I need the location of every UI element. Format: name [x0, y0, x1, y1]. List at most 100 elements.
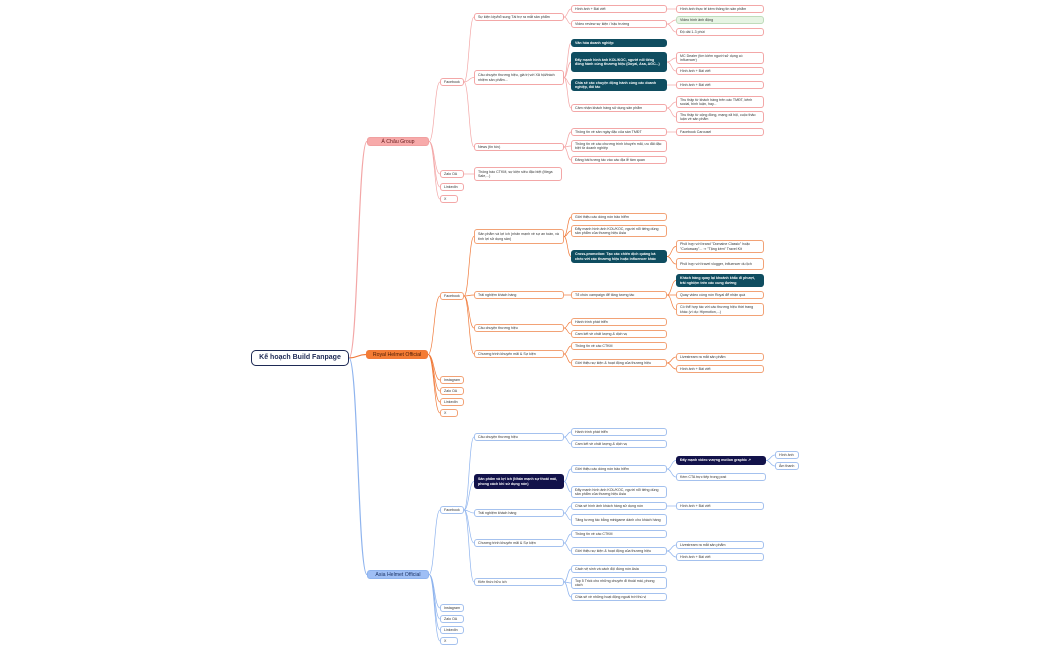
mindmap-node-cau-chuyen-thuong-hieu-gia-tri-voi-xa-ho[interactable]: Câu chuyện thương hiệu, giá trị với Xã h… [474, 70, 564, 85]
mindmap-node-facebook[interactable]: Facebook [440, 292, 464, 300]
mindmap-node-chia-se-ve-nhung-hoat-dong-ngoai-troi-th[interactable]: Chia sẻ về những hoạt động ngoài trời th… [571, 593, 667, 601]
mindmap-node-do-dai-1-3-phut[interactable]: Độ dài 1-3 phút [676, 28, 764, 36]
mindmap-node-cross-promotion-tao-cac-chien-dich-quang[interactable]: Cross-promotion: Tạo các chiến dịch quản… [571, 250, 667, 263]
mindmap-node-day-manh-video-vuong-motion-graphic[interactable]: Đẩy mạnh video vượng motion graphic ↗ [676, 456, 766, 465]
mindmap-node-asia-helmet-official[interactable]: Asia Helmet Official [367, 570, 429, 579]
mindmap-node-khach-hang-quay-lai-khoanh-khac-di-phuot[interactable]: Khách hàng quay lại khoảnh khắc đi phượt… [676, 274, 764, 287]
mindmap-node-hinh-anh-bai-viet[interactable]: Hình ảnh + Bài viết [571, 5, 667, 13]
node-label: Giới thiệu các dòng nón bảo hiểm [575, 214, 629, 219]
mindmap-node-thong-tin-ve-san-ngay-dac-cua-san-tmdt[interactable]: Thông tin về sản ngày đặc của sàn TMĐT [571, 128, 667, 136]
mindmap-node-zalo-oa[interactable]: Zalo OA [440, 170, 464, 178]
connector-a-x [428, 141, 441, 200]
node-label: Hành trình phát triển [575, 429, 608, 434]
mindmap-node-kien-thuc-huu-ich[interactable]: Kiến thức hữu ích [474, 578, 564, 586]
mindmap-node-chuong-trinh-khuyen-mai-su-kien[interactable]: Chương trình khuyến mãi & Sự kiện [474, 539, 564, 547]
mindmap-node-video-hinh-anh-dong[interactable]: Video hình ảnh động [676, 16, 764, 24]
mindmap-node-hinh-anh-bai-viet[interactable]: Hình ảnh + Bài viết [676, 67, 764, 75]
mindmap-node-cach-ve-sinh-va-cach-doi-dung-non-asia[interactable]: Cách vệ sinh và cách đội đúng nón Asia [571, 565, 667, 573]
mindmap-node-cau-chuyen-thuong-hieu[interactable]: Câu chuyện thương hiệu [474, 433, 564, 441]
mindmap-node-hinh-anh-bai-viet[interactable]: Hình ảnh + Bài viết [676, 553, 764, 561]
mindmap-node-san-pham-va-loi-ich-nhan-manh-su-thoai-m[interactable]: Sản phẩm và lợi ích (Nhấn mạnh sự thoải … [474, 474, 564, 489]
connector-s-fb-1-2 [563, 436, 572, 445]
node-label: LinkedIn [444, 184, 458, 189]
mindmap-node-linkedin[interactable]: LinkedIn [440, 398, 464, 406]
mindmap-node-facebook[interactable]: Facebook [440, 506, 464, 514]
node-label: X [444, 638, 447, 643]
connector-s-fb-4-2-2 [666, 550, 677, 558]
mindmap-node-day-manh-hinh-anh-kol-koc-nguoi-noi-tien[interactable]: Đẩy mạnh hình ảnh KOL/KOC, người nổi tiế… [571, 486, 667, 498]
mindmap-node-instagram[interactable]: Instagram [440, 376, 464, 384]
mindmap-node-top-5-trick-cho-nhung-chuyen-di-thoai-ma[interactable]: Top 5 Trick cho những chuyến đi thoải má… [571, 577, 667, 589]
mindmap-node-co-the-hop-tac-voi-cac-thuong-hieu-thoi-[interactable]: Có thể hợp tác với các thương hiệu thời … [676, 303, 764, 316]
mindmap-node-zalo-oa[interactable]: Zalo OA [440, 615, 464, 623]
mindmap-node-van-hoa-doanh-nghiep[interactable]: Văn hóa doanh nghiệp [571, 39, 667, 47]
mindmap-node-su-kien-lop-bo-sung-tai-tro-ra-mat-san-p[interactable]: Sự kiện lớp/bổ sung Tài trợ ra mắt sản p… [474, 13, 564, 21]
mindmap-node-facebook-carousel[interactable]: Facebook Carousel [676, 128, 764, 136]
mindmap-node-thong-bao-ctkm-su-kien-sieu-dac-biet-meg[interactable]: Thông báo CTKM, sự kiện siêu đặc biệt (M… [474, 167, 562, 181]
mindmap-node-mc-dealer-tim-kiem-nguoi-su-dung-co-infl[interactable]: MC Dealer (tìm kiếm người sử dụng có inf… [676, 52, 764, 64]
connector-r-x [427, 354, 441, 414]
mindmap-node-tang-tuong-tac-bang-minigame-danh-cho-kh[interactable]: Tăng tương tác bằng minigame dành cho kh… [571, 514, 667, 526]
mindmap-node-to-chuc-campaign-de-tang-tuong-tac[interactable]: Tổ chức campaign để tăng tương tác [571, 291, 667, 299]
mindmap-node-kem-cta-truc-tiep-trong-post[interactable]: Kèm CTA trực tiếp trong post [676, 473, 766, 481]
mindmap-node-hinh-anh-bai-viet[interactable]: Hình ảnh + Bài viết [676, 365, 764, 373]
connector-r-fb-4-2-1 [666, 356, 677, 364]
mindmap-node-x[interactable]: X [440, 637, 458, 645]
mindmap-node-day-manh-hinh-anh-kol-koc-nguoi-noi-tien[interactable]: Đẩy mạnh hình ảnh KOL/KOC, người nổi tiế… [571, 52, 667, 72]
mindmap-node-instagram[interactable]: Instagram [440, 604, 464, 612]
mindmap-node-thu-thap-tu-cong-dong-mang-xa-hoi-cuoc-t[interactable]: Thu thập từ cộng đồng, mạng xã hội, cuộc… [676, 111, 764, 123]
mindmap-node-chia-se-hinh-anh-khach-hang-su-dung-non[interactable]: Chia sẻ hình ảnh khách hàng sử dụng nón [571, 502, 667, 510]
mindmap-node-day-manh-hinh-anh-kol-koc-nguoi-noi-tien[interactable]: Đẩy mạnh hình ảnh KOL/KOC, người nổi tiế… [571, 225, 667, 237]
mindmap-node-a-chau-group[interactable]: Á Châu Group [367, 137, 429, 146]
mindmap-node-hanh-trinh-phat-trien[interactable]: Hành trình phát triển [571, 318, 667, 326]
node-label: Câu chuyện thương hiệu [478, 434, 518, 439]
mindmap-node-chia-se-cac-chuyen-dong-hanh-cung-cac-do[interactable]: Chia sẻ các chuyện động hành cùng các do… [571, 79, 667, 91]
mindmap-node-hinh-anh-thuc-te-kem-thong-tin-san-pham[interactable]: Hình ảnh thực tế kèm thông tin sản phẩm [676, 5, 764, 13]
mindmap-node-livestream-ra-mat-san-pham[interactable]: Livestream ra mắt sản phẩm [676, 353, 764, 361]
mindmap-node-trai-nghiem-khach-hang[interactable]: Trải nghiệm khách hàng [474, 291, 564, 299]
mindmap-node-phoi-hop-voi-brand-domaine-classic-hoac-[interactable]: Phối hợp với brand "Domaine Classic" hoặ… [676, 240, 764, 253]
mindmap-node-thu-thap-tu-khach-hang-tren-cac-tmdt-ken[interactable]: Thu thập từ khách hàng trên các TMĐT, kê… [676, 96, 764, 108]
mindmap-node-trai-nghiem-khach-hang[interactable]: Trải nghiệm khách hàng [474, 509, 564, 517]
connector-s-fb-4 [463, 509, 475, 544]
mindmap-node-am-thanh[interactable]: Âm thanh [775, 462, 799, 470]
mindmap-node-hanh-trinh-phat-trien[interactable]: Hành trình phát triển [571, 428, 667, 436]
mindmap-node-x[interactable]: X [440, 409, 458, 417]
mindmap-node-hinh-anh[interactable]: Hình ảnh [775, 451, 799, 459]
mindmap-node-phoi-hop-voi-travel-vlogger-influencer-d[interactable]: Phối hợp với travel vlogger, influencer … [676, 258, 764, 270]
node-label: Đẩy mạnh hình ảnh KOL/KOC, người nổi tiế… [575, 226, 659, 235]
mindmap-node-gioi-thieu-su-kien-hoat-dong-cua-thuong-[interactable]: Giới thiệu sự kiện & hoạt động của thươn… [571, 547, 667, 555]
mindmap-node-thong-tin-ve-cac-ctkm[interactable]: Thông tin về các CTKM [571, 530, 667, 538]
mindmap-node-thong-tin-ve-cac-chuong-trinh-khuyen-mai[interactable]: Thông tin về các chương trình khuyến mãi… [571, 140, 667, 152]
mindmap-node-linkedin[interactable]: LinkedIn [440, 626, 464, 634]
mindmap-node-facebook[interactable]: Facebook [440, 78, 464, 86]
mindmap-node-san-pham-va-loi-ich-nhan-manh-ve-su-an-t[interactable]: Sản phẩm và lợi ích (nhấn mạnh về sự an … [474, 229, 564, 244]
mindmap-node-linkedin[interactable]: LinkedIn [440, 183, 464, 191]
mindmap-node-chuong-trinh-khuyen-mai-su-kien[interactable]: Chương trình khuyến mãi & Sự kiện [474, 350, 564, 358]
mindmap-node-livestream-ra-mat-san-pham[interactable]: Livestream ra mắt sản phẩm [676, 541, 764, 549]
node-label: Đẩy mạnh hình ảnh KOL/KOC, người nổi tiế… [575, 487, 659, 496]
mindmap-node-gioi-thieu-cac-dong-non-bao-hiem[interactable]: Giới thiệu các dòng nón bảo hiểm [571, 213, 667, 221]
mindmap-root-topic[interactable]: Kế hoạch Build Fanpage [251, 350, 349, 366]
mindmap-node-gioi-thieu-cac-dong-non-bao-hiem[interactable]: Giới thiệu các dòng nón bảo hiểm [571, 465, 667, 473]
mindmap-node-royal-helmet-official[interactable]: Royal Helmet Official [366, 350, 428, 359]
mindmap-node-news-tin-tuc[interactable]: News (tin tức) [474, 143, 564, 151]
node-label: Top 5 Trick cho những chuyến đi thoải má… [575, 578, 655, 587]
mindmap-node-cau-chuyen-thuong-hieu[interactable]: Câu chuyện thương hiệu [474, 324, 564, 332]
mindmap-node-cam-ket-ve-chat-luong-dich-vu[interactable]: Cam kết về chất lượng & dịch vụ [571, 330, 667, 338]
mindmap-node-thong-tin-ve-cac-ctkm[interactable]: Thông tin về các CTKM [571, 342, 667, 350]
mindmap-node-zalo-oa[interactable]: Zalo OA [440, 387, 464, 395]
node-label: Hình ảnh + Bài viết [680, 68, 711, 73]
mindmap-node-dang-bai-tuong-tac-vao-cac-dia-le-tam-qu[interactable]: Đăng bài tương tác vào các địa lễ tầm qu… [571, 156, 667, 164]
mindmap-node-cam-nhan-khach-hang-su-dung-san-pham[interactable]: Cảm nhận khách hàng sử dụng sản phẩm [571, 104, 667, 112]
mindmap-node-x[interactable]: X [440, 195, 458, 203]
mindmap-node-cam-ket-ve-chat-luong-dich-vu[interactable]: Cam kết về chất lượng & dịch vụ [571, 440, 667, 448]
connector-s-fb-2-1-1 [666, 460, 677, 470]
mindmap-node-hinh-anh-bai-viet[interactable]: Hình ảnh + Bài viết [676, 81, 764, 89]
mindmap-node-gioi-thieu-su-kien-hoat-dong-cua-thuong-[interactable]: Giới thiệu sự kiện & hoạt động của thươn… [571, 359, 667, 367]
mindmap-node-quay-video-cung-non-royal-de-nhan-qua[interactable]: Quay video cùng nón Royal để nhận quà [676, 291, 764, 299]
connector-s-fb-2-1-2 [666, 468, 677, 478]
mindmap-node-hinh-anh-bai-viet[interactable]: Hình ảnh + Bài viết [676, 502, 764, 510]
mindmap-node-video-review-su-kien-hau-truong[interactable]: Video review sự kiện / hậu trường [571, 20, 667, 28]
node-label: Khách hàng quay lại khoảnh khắc đi phượt… [680, 276, 755, 285]
